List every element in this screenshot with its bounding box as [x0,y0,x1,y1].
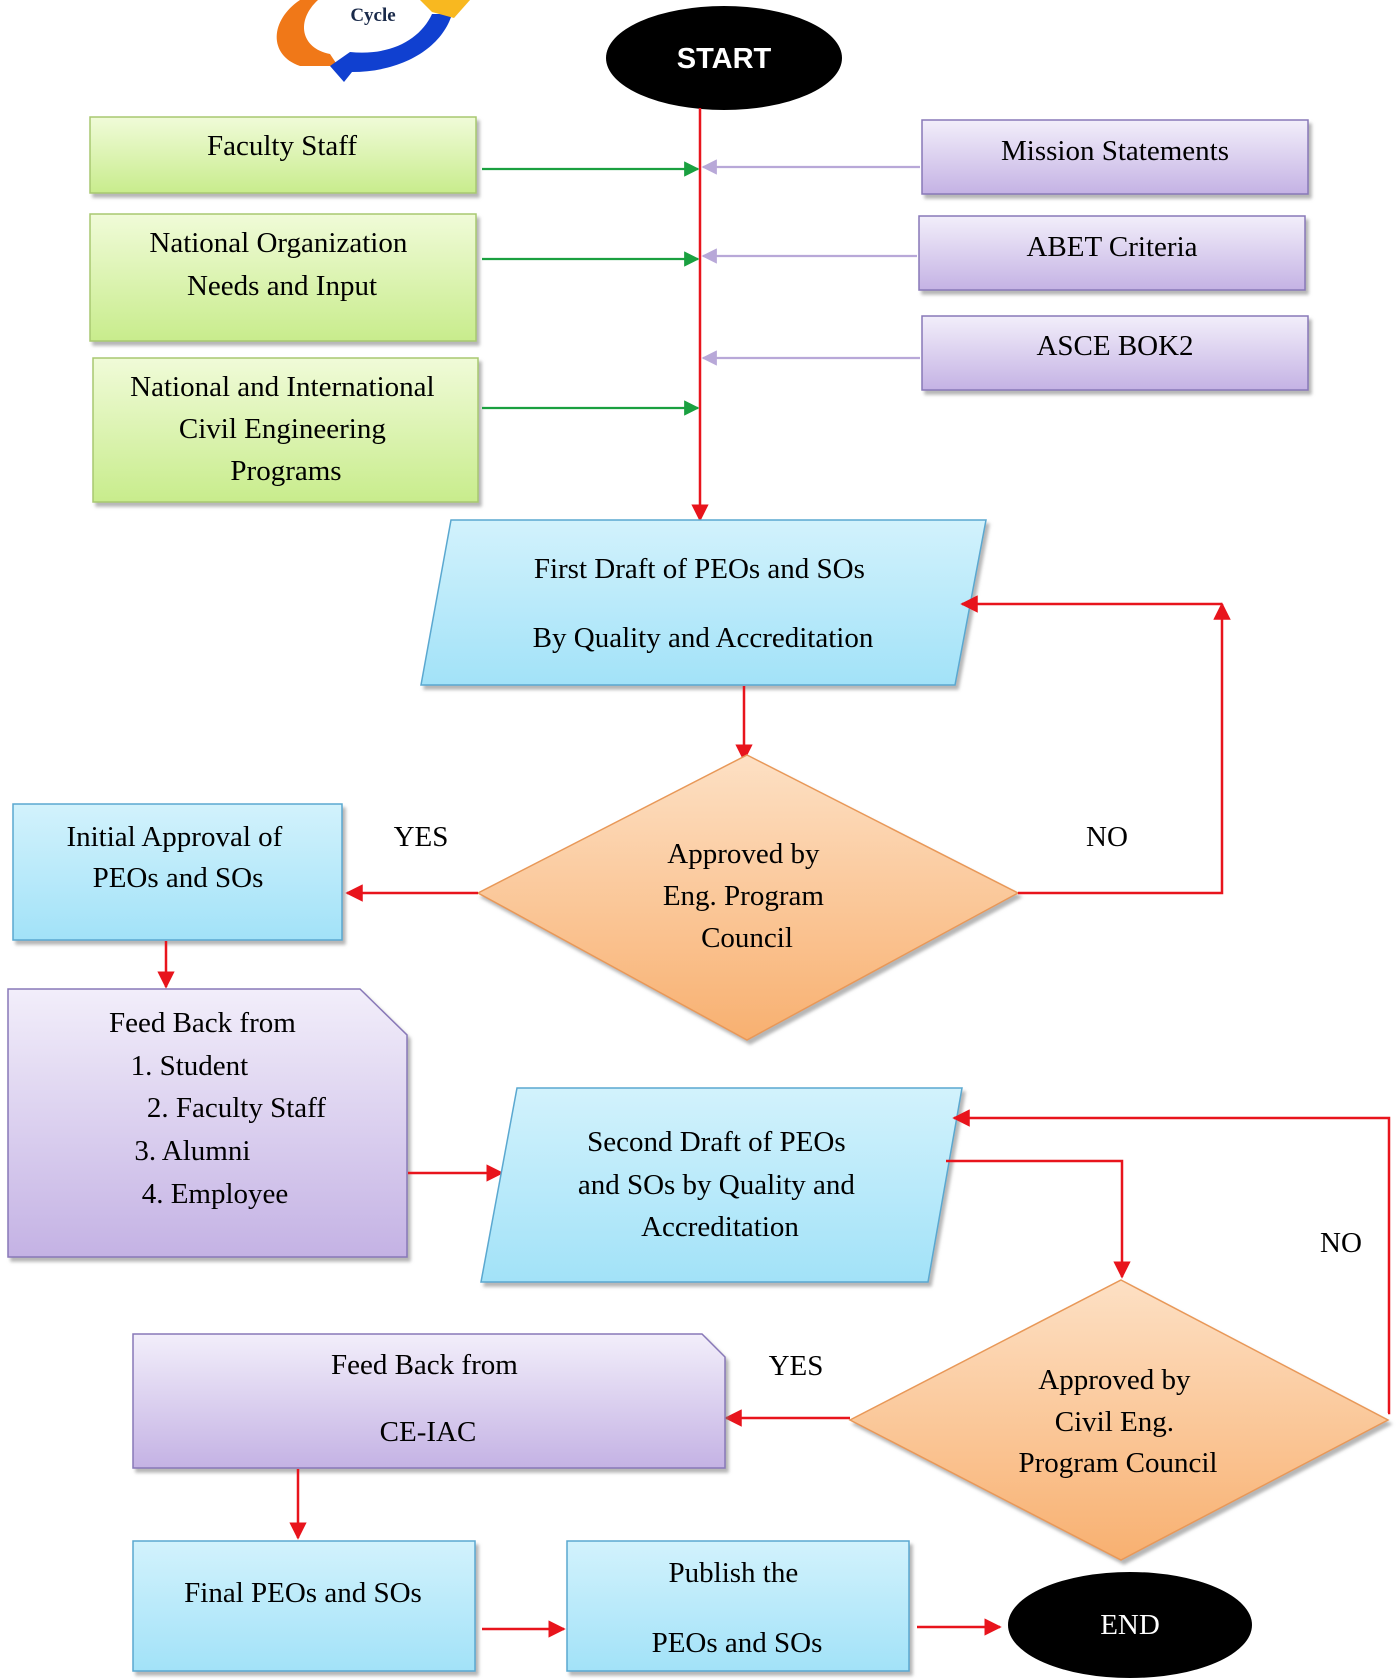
input-mission-statements-label: Mission Statements [1001,135,1229,167]
input-national-organization-label: National Organization Needs and Input [149,227,414,302]
end-label: END [1100,1609,1160,1641]
start-terminal: START [606,6,842,110]
yes-label-2: YES [769,1350,824,1382]
logo-orange-arc-icon [276,0,338,66]
logo-yellow-arc-icon [420,0,470,18]
start-label: START [677,43,772,75]
second-draft-label: Second Draft of PEOs and SOs by Quality … [578,1126,862,1243]
input-abet-criteria-label: ABET Criteria [1026,231,1197,263]
final-label: Final PEOs and SOs [184,1577,422,1609]
initial-approval-label: Initial Approval of PEOs and SOs [66,821,289,894]
input-national-international [92,357,479,503]
initial-approval-node [12,803,343,941]
final-node [132,1540,476,1672]
logo-label: Cycle [350,5,395,26]
no-label-2: NO [1320,1227,1362,1259]
first-draft-node [420,519,987,686]
input-national-international-label: National and International Civil Enginee… [130,371,442,487]
input-asce-bok2 [921,315,1309,391]
end-terminal: END [1008,1572,1252,1678]
publish-node [566,1540,910,1672]
decision-eng-council [476,754,1020,1041]
feedback-1-label: Feed Back from 1. Student 2. Faculty Sta… [109,1007,333,1210]
feedback-2-label: Feed Back from CE-IAC [331,1349,525,1448]
first-draft-label: First Draft of PEOs and SOs By Quality a… [533,553,874,654]
cycle-logo: Cycle [276,0,470,82]
publish-label: Publish the PEOs and SOs [652,1557,823,1659]
arrow-to-decision-2 [946,1159,1131,1279]
decision-eng-council-label: Approved by Eng. Program Council [663,838,831,954]
arrow-no-loop-2 [952,1109,1391,1415]
yes-label-1: YES [394,821,449,853]
input-asce-bok2-label: ASCE BOK2 [1036,330,1193,362]
arrow-no-loop-1 [1018,602,1231,895]
logo-blue-arc-icon [330,14,452,82]
second-draft-node [480,1087,963,1283]
input-mission-statements [921,119,1309,195]
decision-civil-council-label: Approved by Civil Eng. Program Council [1019,1364,1218,1479]
feedback-2-node [132,1333,726,1469]
input-faculty-staff [89,116,477,194]
feedback-1-node [7,988,408,1258]
decision-civil-council [848,1279,1390,1561]
input-national-organization [89,213,477,342]
input-abet-criteria [918,215,1306,291]
no-label-1: NO [1086,821,1128,853]
input-faculty-staff-label: Faculty Staff [207,130,357,162]
